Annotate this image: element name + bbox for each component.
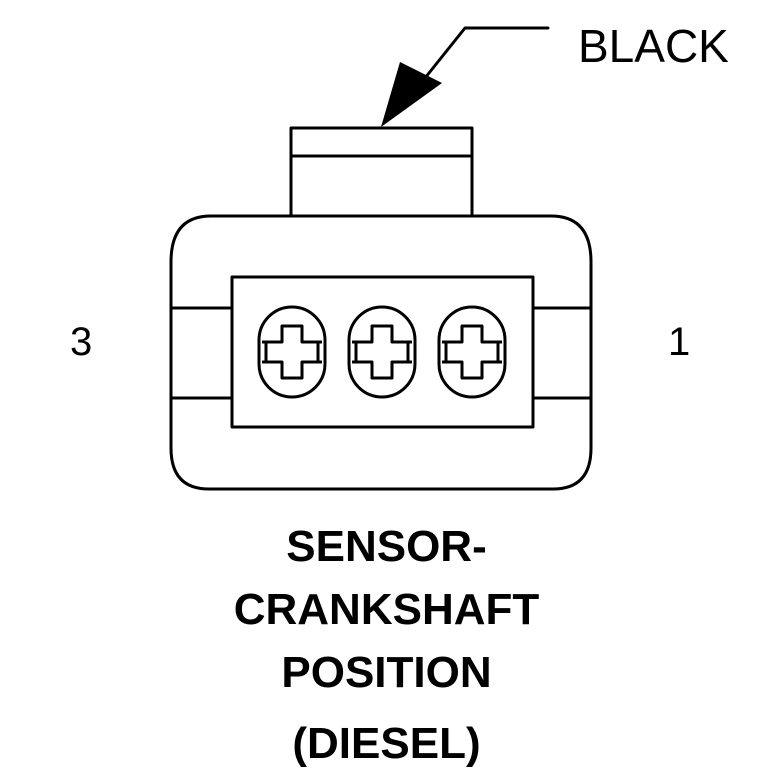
- title-line-3: POSITION: [281, 648, 492, 697]
- terminal-housing: [230, 275, 535, 429]
- callout-leader-line: [423, 26, 550, 80]
- title-line-1: SENSOR-: [286, 522, 487, 571]
- terminal-cross-icon: [354, 324, 410, 380]
- title-line-2: CRANKSHAFT: [233, 585, 540, 634]
- pin-1-label: 1: [668, 320, 691, 364]
- terminal-cavity: [437, 305, 507, 399]
- terminal-cavity: [257, 305, 327, 399]
- wire-color-label: BLACK: [578, 20, 729, 72]
- terminal-cross-icon: [264, 324, 320, 380]
- title-line-4: (DIESEL): [292, 719, 481, 768]
- terminal-cross-icon: [444, 324, 500, 380]
- locking-tab: [289, 126, 474, 218]
- terminal-cavity: [347, 305, 417, 399]
- pin-3-label: 3: [70, 320, 93, 364]
- arrow-icon: [381, 62, 442, 127]
- connector-body: [169, 214, 593, 491]
